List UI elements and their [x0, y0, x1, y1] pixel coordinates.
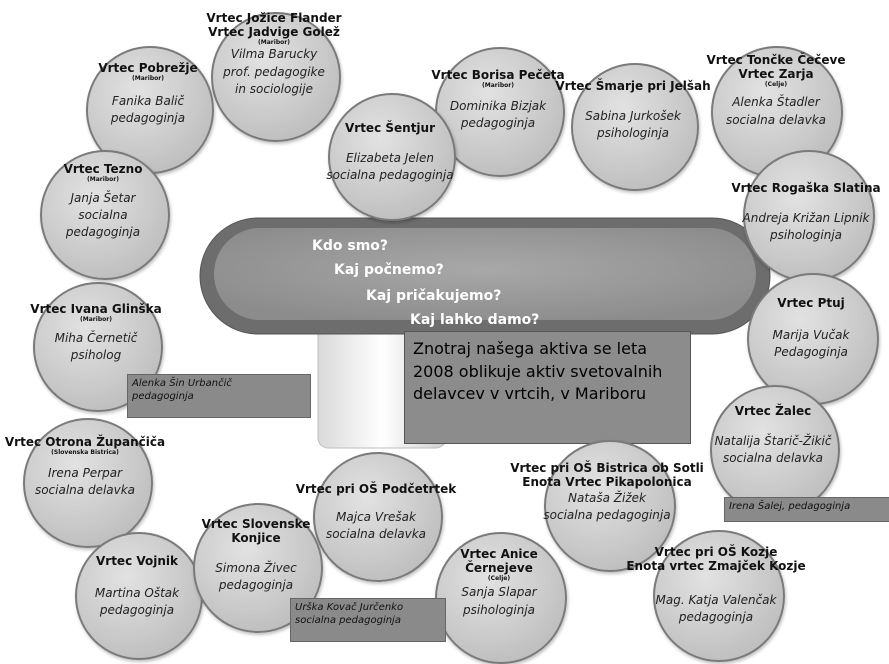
node-label: Vrtec Jožice Flander Vrtec Jadvige Golež…	[206, 11, 342, 99]
node-label: Vrtec pri OŠ Podčetrtek Majca Vrešak soc…	[295, 482, 457, 544]
node-name: Vrtec pri OŠ Kozje Enota vrtec Zmajček K…	[626, 545, 806, 573]
node-label: Vrtec Otrona Župančiča (Slovenska Bistri…	[4, 435, 166, 499]
node-person: Miha Černetič psiholog	[54, 330, 138, 363]
node-label: Vrtec Ptuj Marija Vučak Pedagoginja	[772, 296, 850, 362]
node-person: Andreja Križan Lipnik psihologinja	[742, 210, 870, 243]
node-name: Vrtec Ivana Glinška	[30, 302, 162, 316]
node-name: Vrtec Jožice Flander Vrtec Jadvige Golež	[206, 11, 342, 39]
node-circle	[571, 63, 699, 191]
node-label: Vrtec Borisa Pečeta (Maribor) Dominika B…	[431, 68, 565, 132]
node-label: Vrtec Anice Černejeve (Celje) Sanja Slap…	[460, 547, 538, 619]
node-person: Sabina Jurkošek psihologinja	[585, 108, 681, 141]
table-top	[214, 228, 756, 320]
node-label: Vrtec Pobrežje (Maribor) Fanika Balič pe…	[98, 61, 198, 127]
node-name: Vrtec Šmarje pri Jelšah	[555, 79, 711, 93]
node-person: Janja Šetar socialna pedagoginja	[65, 190, 141, 240]
central-info-box: Znotraj našega aktiva se leta 2008 oblik…	[404, 331, 691, 444]
node-label: Vrtec Šentjur Elizabeta Jelen socialna p…	[326, 121, 454, 185]
node-circle	[743, 150, 875, 282]
node-name: Vrtec Otrona Župančiča	[4, 435, 166, 449]
node-location: (Celje)	[764, 80, 788, 88]
question-give: Kaj lahko damo?	[410, 312, 540, 328]
node-name: Vrtec Tončke Čečeve Vrtec Zarja	[706, 53, 846, 81]
node-location: (Maribor)	[482, 81, 514, 89]
node-location: (Maribor)	[132, 74, 164, 82]
node-person: Dominika Bizjak pedagoginja	[449, 98, 547, 131]
node-name: Vrtec Šentjur	[344, 121, 436, 135]
node-person: Elizabeta Jelen socialna pedagoginja	[326, 150, 454, 183]
node-location: (Maribor)	[258, 38, 290, 46]
node-label: Vrtec Šmarje pri Jelšah Sabina Jurkošek …	[555, 79, 711, 143]
extra-label-box: Urška Kovač Jurčenko socialna pedagoginj…	[290, 598, 446, 642]
node-name: Vrtec Anice Černejeve	[460, 547, 538, 575]
node-circle	[33, 282, 163, 412]
node-circle	[544, 440, 676, 572]
node-circle	[328, 93, 456, 221]
node-location: (Slovenska Bistrica)	[51, 448, 119, 456]
node-name: Vrtec Borisa Pečeta	[431, 68, 565, 82]
node-location: (Celje)	[487, 574, 511, 582]
extra-label-box: Irena Šalej, pedagoginja	[724, 497, 889, 522]
node-location: (Maribor)	[87, 175, 119, 183]
node-person: Nataša Žižek socialna pedagoginja	[543, 490, 671, 522]
node-label: Vrtec pri OŠ Bistrica ob Sotli Enota Vrt…	[510, 461, 704, 524]
node-circle	[747, 273, 879, 405]
node-location: (Maribor)	[80, 315, 112, 323]
node-name: Vrtec Slovenske Konjice	[201, 517, 311, 545]
node-label: Vrtec Žalec Natalija Štarič-Žikič social…	[714, 404, 832, 468]
node-circle	[653, 530, 785, 662]
node-circle	[211, 12, 341, 142]
node-label: Vrtec Vojnik Martina Oštak pedagoginja	[94, 554, 180, 620]
node-name: Vrtec Tezno	[63, 162, 143, 176]
node-circle	[40, 150, 170, 280]
node-label: Vrtec Tončke Čečeve Vrtec Zarja (Celje) …	[706, 53, 846, 129]
extra-label-box: Alenka Šin Urbančič pedagoginja	[127, 374, 311, 418]
question-what: Kaj počnemo?	[334, 262, 444, 278]
node-person: Sanja Slapar psihologinja	[461, 585, 537, 617]
node-label: Vrtec Tezno (Maribor) Janja Šetar social…	[63, 162, 143, 242]
node-circle	[75, 532, 203, 660]
node-label: Vrtec Rogaška Slatina Andreja Križan Lip…	[731, 181, 881, 245]
node-name: Vrtec pri OŠ Podčetrtek	[295, 482, 457, 496]
node-label: Vrtec pri OŠ Kozje Enota vrtec Zmajček K…	[626, 545, 806, 626]
node-person: Marija Vučak Pedagoginja	[772, 327, 850, 360]
node-circle	[435, 532, 567, 664]
node-name: Vrtec Ptuj	[777, 296, 845, 310]
node-person: Majca Vrešak socialna delavka	[325, 509, 427, 542]
node-name: Vrtec Žalec	[734, 404, 812, 418]
node-person: Fanika Balič pedagoginja	[110, 93, 186, 126]
node-circle	[313, 452, 443, 582]
node-person: Alenka Štadler socialna delavka	[725, 95, 827, 127]
node-name: Vrtec Pobrežje	[98, 61, 198, 75]
node-person: Vilma Barucky prof. pedagogike in sociol…	[223, 47, 325, 97]
node-name: Vrtec Vojnik	[95, 554, 178, 568]
node-name: Vrtec pri OŠ Bistrica ob Sotli Enota Vrt…	[510, 461, 704, 489]
node-circle	[435, 47, 565, 177]
node-person: Mag. Katja Valenčak pedagoginja	[655, 592, 777, 624]
question-who: Kdo smo?	[312, 238, 389, 254]
node-person: Simona Živec pedagoginja	[215, 560, 297, 592]
node-circle	[23, 418, 153, 548]
node-name: Vrtec Rogaška Slatina	[731, 181, 881, 195]
node-person: Martina Oštak pedagoginja	[94, 585, 180, 618]
node-person: Irena Perpar socialna delavka	[34, 465, 136, 498]
node-person: Natalija Štarič-Žikič socialna delavka	[714, 433, 832, 466]
question-expect: Kaj pričakujemo?	[366, 288, 502, 304]
node-label: Vrtec Ivana Glinška (Maribor) Miha Černe…	[30, 302, 162, 364]
node-label: Vrtec Slovenske Konjice Simona Živec ped…	[201, 517, 311, 594]
